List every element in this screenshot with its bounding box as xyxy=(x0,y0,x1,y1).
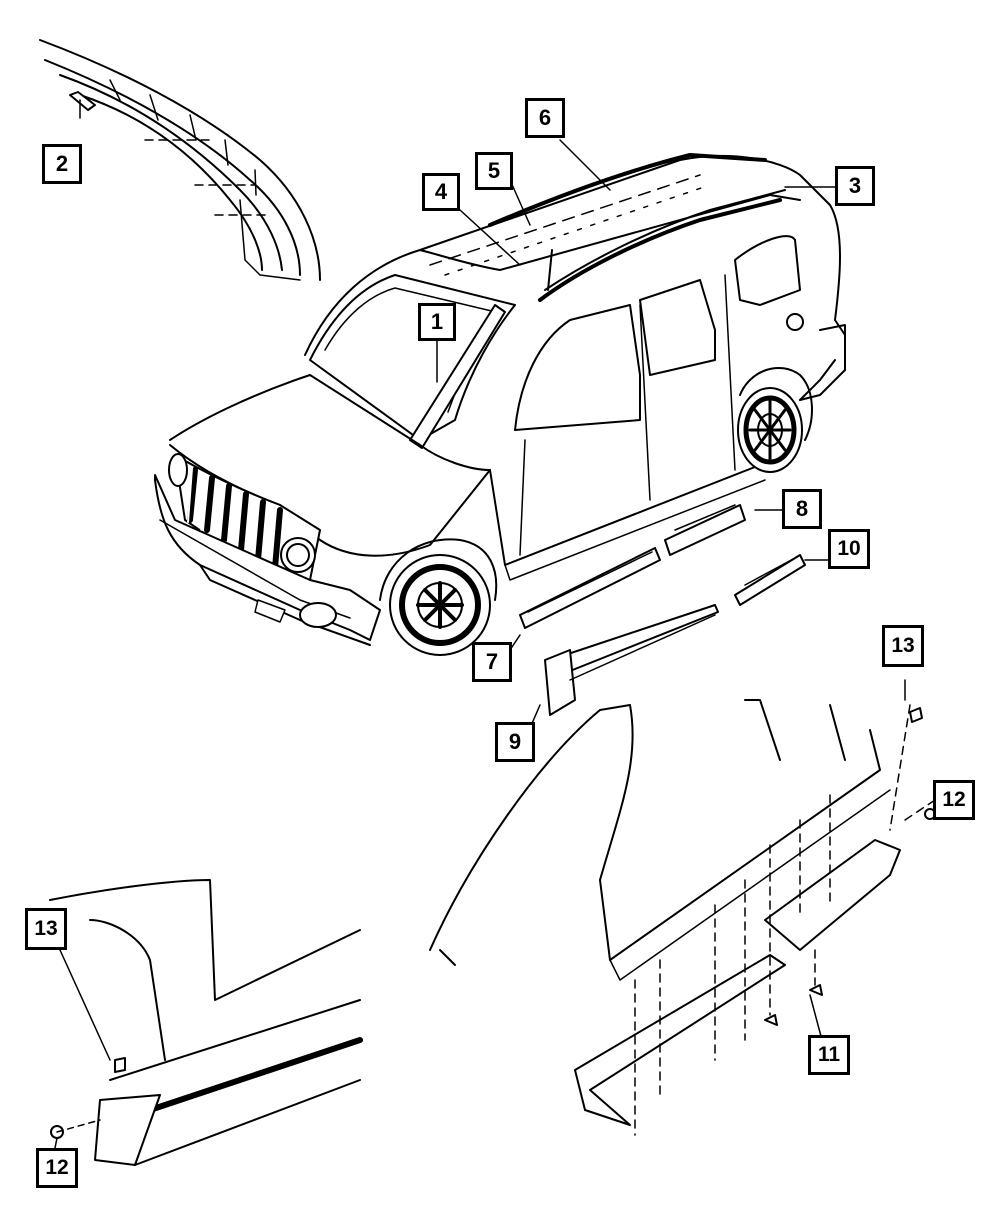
callout-12-right: 12 xyxy=(933,780,975,820)
leader-lines xyxy=(54,99,936,1149)
callout-7: 7 xyxy=(472,642,512,682)
vehicle-body xyxy=(154,153,846,656)
callout-2: 2 xyxy=(42,144,82,184)
callout-4: 4 xyxy=(422,173,460,211)
callout-1: 1 xyxy=(418,303,456,341)
callout-9: 9 xyxy=(495,722,535,762)
callout-3: 3 xyxy=(835,166,875,206)
side-moldings xyxy=(519,504,806,716)
callout-11: 11 xyxy=(808,1035,850,1075)
callout-8: 8 xyxy=(782,489,822,529)
callout-6: 6 xyxy=(525,98,565,138)
callout-12-left: 12 xyxy=(36,1148,78,1188)
sill-exploded-view xyxy=(429,699,936,1136)
callout-10: 10 xyxy=(828,529,870,569)
callout-13-left: 13 xyxy=(25,908,67,950)
roof-rail-detail xyxy=(39,39,321,281)
rocker-detail xyxy=(49,879,363,1166)
callout-13-right: 13 xyxy=(882,625,924,667)
callout-5: 5 xyxy=(475,152,513,190)
